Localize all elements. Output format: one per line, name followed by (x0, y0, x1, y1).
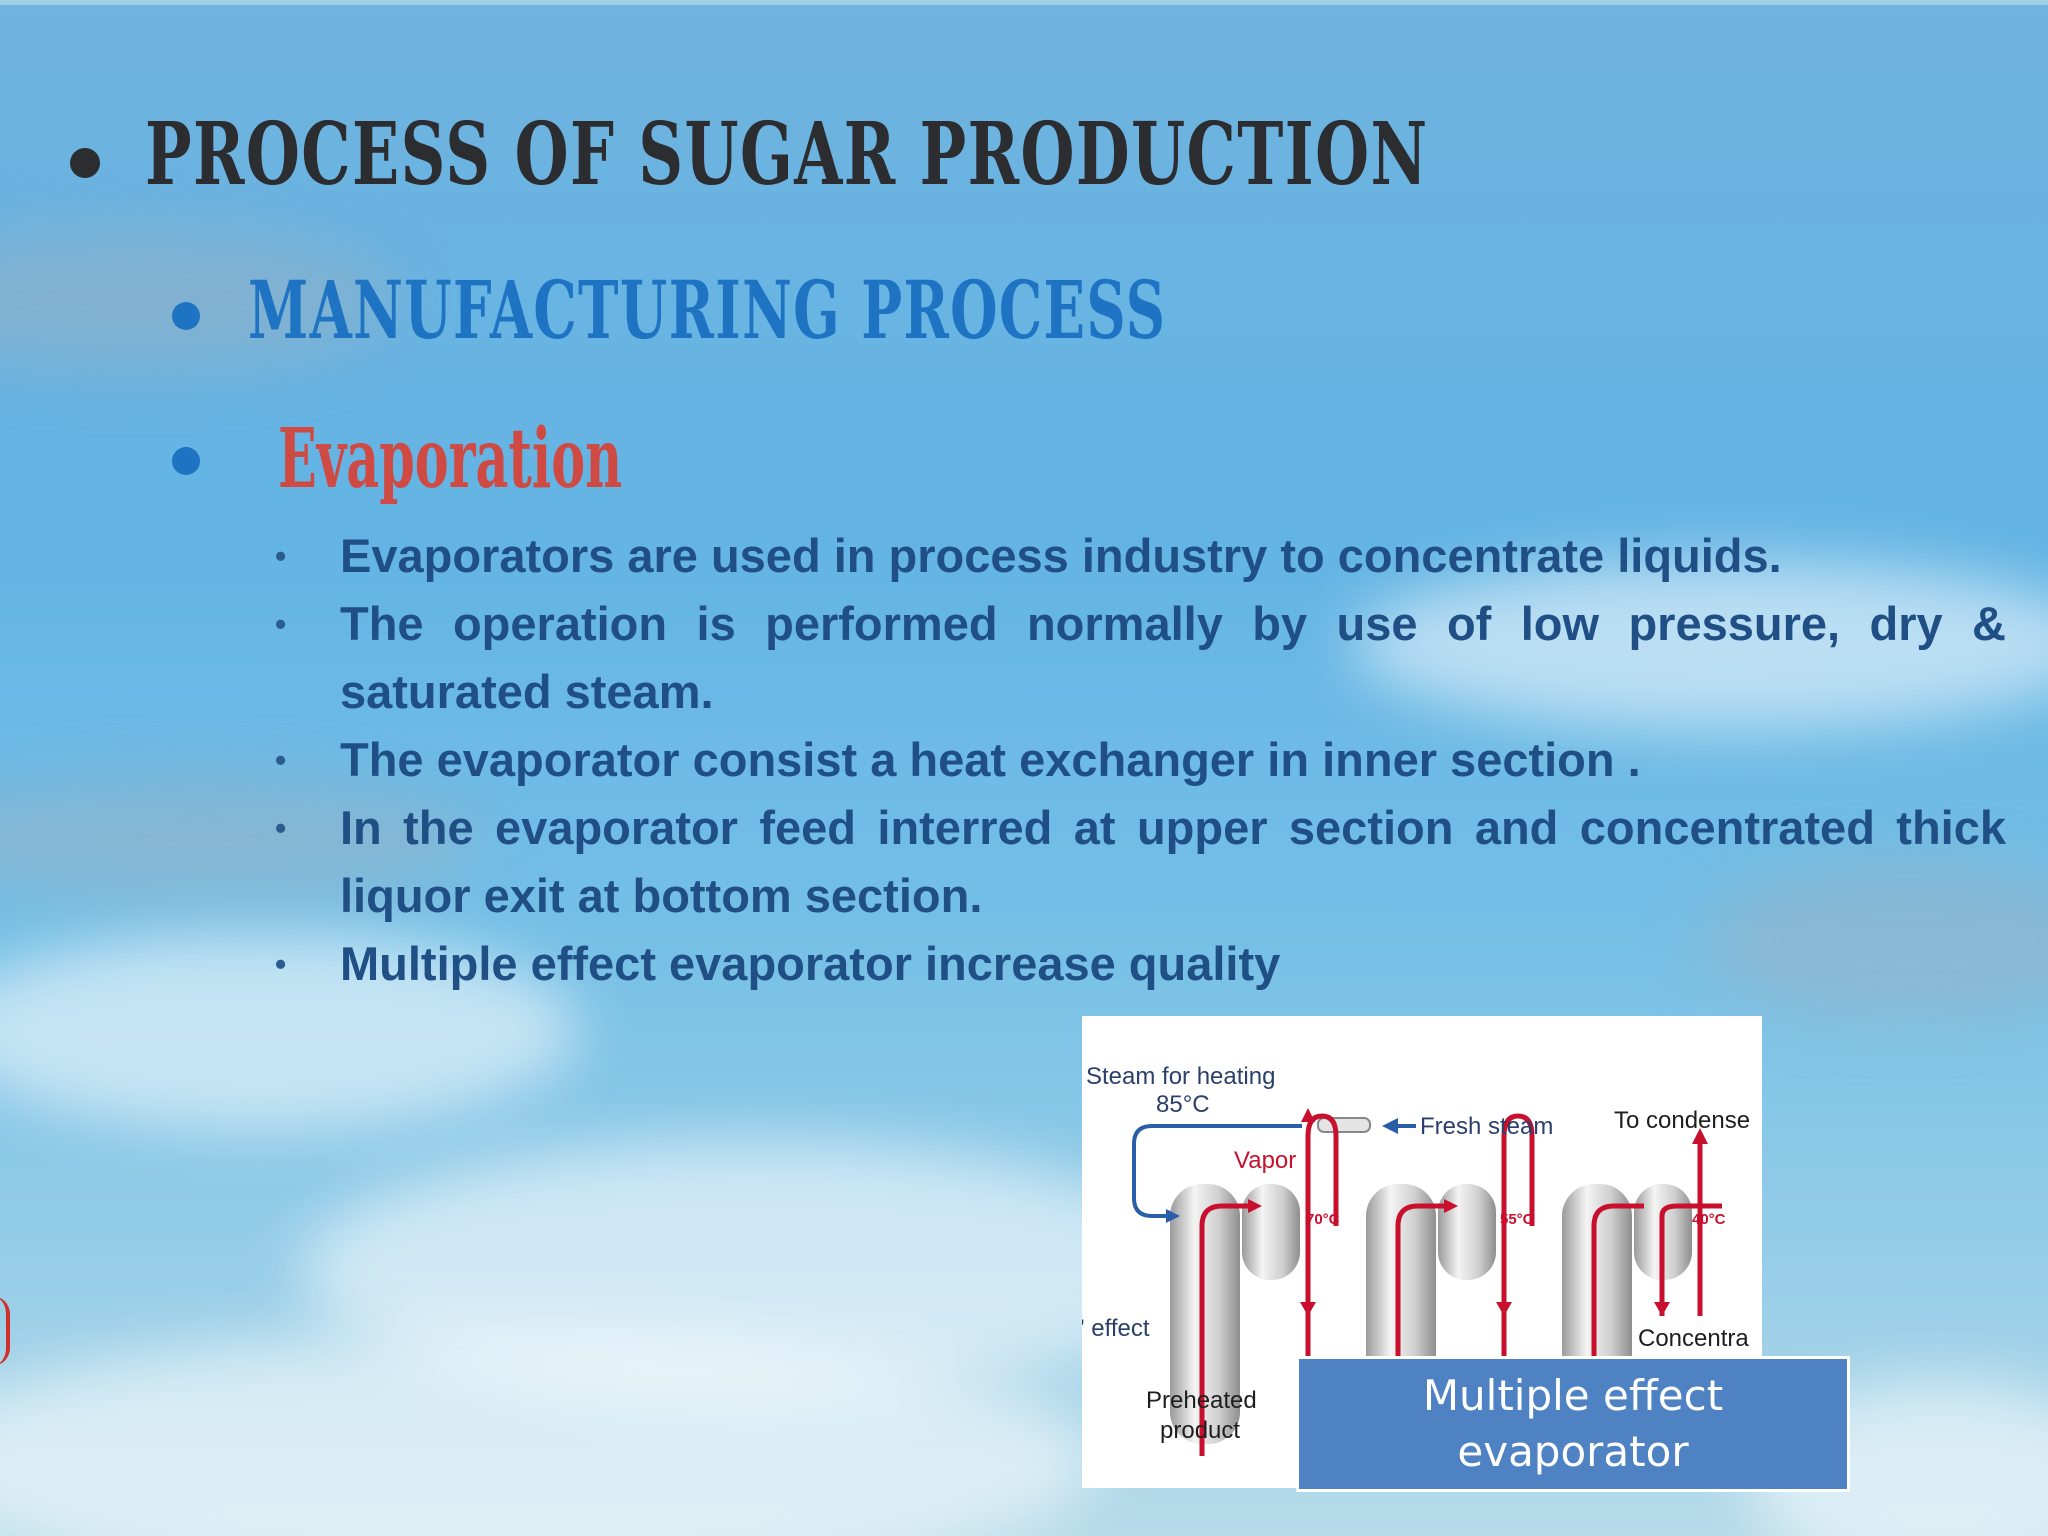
vapor-product-lines (1199, 1113, 1722, 1456)
cloud-shape (0, 930, 580, 1130)
section-bullet (172, 447, 200, 475)
label-product: product (1160, 1417, 1240, 1444)
bullet-icon: • (275, 742, 287, 778)
bullet-icon: • (275, 946, 287, 982)
bullet-list: • Evaporators are used in process industr… (258, 522, 2006, 998)
label-steam-heating: Steam for heating (1086, 1063, 1275, 1090)
list-item: • Multiple effect evaporator increase qua… (258, 930, 2006, 998)
red-curve-decoration (0, 1296, 10, 1366)
label-preheated: Preheated (1146, 1387, 1257, 1414)
evaporator-body-1 (1170, 1184, 1240, 1444)
label-steam-temp: 85°C (1156, 1091, 1210, 1118)
label-vapor: Vapor (1234, 1147, 1296, 1174)
list-item: • Evaporators are used in process industr… (258, 522, 2006, 590)
list-item-text: Evaporators are used in process industry… (340, 529, 1782, 582)
steam-inlet-line (1132, 1124, 1302, 1223)
label-temp-1: 70°C (1306, 1211, 1340, 1228)
fresh-steam-pipe (1317, 1117, 1371, 1133)
bullet-icon: • (275, 810, 287, 846)
flow-arrows (1248, 1108, 1708, 1316)
list-item: • The operation is performed normally by … (258, 590, 2006, 726)
label-fresh-steam: Fresh steam (1420, 1113, 1553, 1140)
section-heading: Evaporation (278, 411, 623, 507)
label-temp-3: 40°C (1692, 1211, 1726, 1228)
cloud-shape (1700, 860, 2048, 1020)
list-item: • The evaporator consist a heat exchanger… (258, 726, 2006, 794)
label-temp-2: 55°C (1500, 1211, 1534, 1228)
top-border-line (0, 0, 2048, 5)
evaporator-diagram-svg: Steam for heating 85°C Vapor Fresh steam… (1082, 1063, 1750, 1456)
separator-1 (1242, 1184, 1300, 1280)
list-item-text: The operation is performed normally by u… (340, 597, 2006, 718)
label-effect: ' effect (1082, 1315, 1150, 1342)
slide-subtitle: MANUFACTURING PROCESS (248, 263, 1167, 357)
figure-caption-line-1: Multiple effect (1422, 1371, 1724, 1420)
figure-caption-box: Multiple effect evaporator (1296, 1356, 1850, 1492)
list-item-text: The evaporator consist a heat exchanger … (340, 733, 1641, 786)
title-bullet (70, 148, 100, 178)
cloud-shape (0, 230, 400, 370)
list-item-text: Multiple effect evaporator increase qual… (340, 937, 1281, 990)
list-item: • In the evaporator feed interred at uppe… (258, 794, 2006, 930)
separator-2 (1438, 1184, 1496, 1280)
bullet-icon: • (275, 606, 287, 642)
cloud-shape (1350, 560, 2048, 730)
fresh-steam-arrow (1382, 1118, 1398, 1134)
list-item-text: In the evaporator feed interred at upper… (340, 801, 2006, 922)
bullet-icon: • (275, 538, 287, 574)
slide-title: PROCESS OF SUGAR PRODUCTION (145, 104, 1429, 205)
figure-caption-line-2: evaporator (1457, 1427, 1689, 1476)
subtitle-bullet (172, 302, 200, 330)
label-concentrate: Concentra (1638, 1325, 1749, 1352)
cloud-shape (0, 780, 480, 900)
label-to-condenser: To condense (1614, 1107, 1750, 1134)
